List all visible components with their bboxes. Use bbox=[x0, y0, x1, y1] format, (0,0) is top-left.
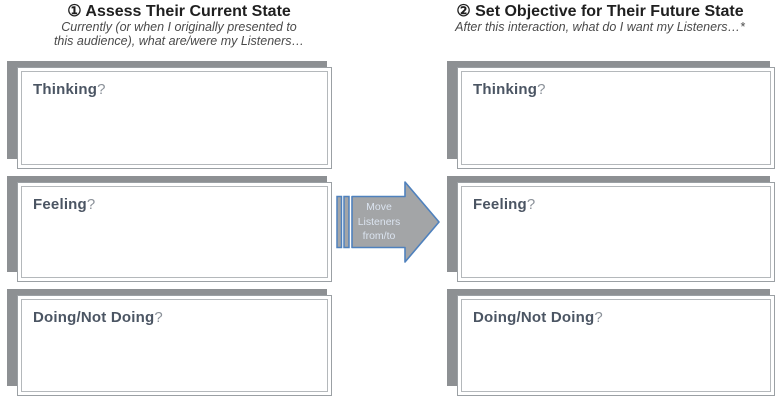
arrow-stripe-2 bbox=[343, 195, 350, 249]
box-face-inner: Thinking? bbox=[461, 71, 771, 165]
arrow-caption-line3: from/to bbox=[362, 230, 396, 243]
box-face: Doing/Not Doing? bbox=[17, 295, 332, 396]
current-state-subtitle-line2: this audience), what are/were my Listene… bbox=[53, 33, 305, 48]
box-face-inner: Feeling? bbox=[461, 186, 771, 278]
arrow-stripe-1 bbox=[336, 195, 343, 249]
box-label-text: Feeling bbox=[33, 196, 87, 213]
box-face-inner: Thinking? bbox=[21, 71, 328, 165]
current-state-title: ① Assess Their Current State bbox=[67, 3, 291, 20]
box-face-inner: Doing/Not Doing? bbox=[461, 299, 771, 392]
box-face-inner: Feeling? bbox=[21, 186, 328, 278]
box-label-text: Feeling bbox=[473, 196, 527, 213]
current-state-header: ① Assess Their Current State Currently (… bbox=[8, 2, 350, 48]
current-state-subtitle-line1: Currently (or when I originally presente… bbox=[61, 20, 297, 34]
current-feeling-box: Feeling? bbox=[7, 176, 332, 282]
box-label-text: Doing/Not Doing bbox=[33, 309, 155, 326]
box-label: Thinking? bbox=[33, 81, 106, 98]
box-label-qmark: ? bbox=[154, 309, 163, 326]
box-label-qmark: ? bbox=[594, 309, 603, 326]
future-state-header: ② Set Objective for Their Future State A… bbox=[424, 2, 776, 35]
arrow-body bbox=[351, 181, 440, 263]
arrow-caption-line2: Listeners bbox=[357, 215, 401, 228]
box-face: Thinking? bbox=[457, 67, 775, 169]
striped-right-arrow-icon bbox=[336, 181, 440, 263]
box-face: Feeling? bbox=[17, 182, 332, 282]
future-state-subtitle: After this interaction, what do I want m… bbox=[424, 20, 776, 35]
box-face: Feeling? bbox=[457, 182, 775, 282]
box-label: Feeling? bbox=[33, 196, 95, 213]
arrow-caption-line1: Move bbox=[366, 201, 392, 214]
box-label-qmark: ? bbox=[86, 196, 96, 213]
future-state-title: ② Set Objective for Their Future State bbox=[456, 3, 744, 20]
current-doing-box: Doing/Not Doing? bbox=[7, 289, 332, 396]
arrow-caption: Move Listeners from/to bbox=[350, 198, 408, 246]
box-label-text: Doing/Not Doing bbox=[473, 309, 595, 326]
box-label: Thinking? bbox=[473, 81, 546, 98]
future-state-subtitle-line1: After this interaction, what do I want m… bbox=[455, 20, 745, 34]
box-label: Feeling? bbox=[473, 196, 535, 213]
box-face: Thinking? bbox=[17, 67, 332, 169]
current-state-subtitle: Currently (or when I originally presente… bbox=[8, 20, 350, 48]
box-label-text: Thinking bbox=[33, 81, 98, 98]
move-listeners-arrow: Move Listeners from/to bbox=[334, 179, 446, 265]
box-label: Doing/Not Doing? bbox=[473, 309, 603, 326]
future-doing-box: Doing/Not Doing? bbox=[447, 289, 775, 396]
future-thinking-box: Thinking? bbox=[447, 61, 775, 169]
box-label: Doing/Not Doing? bbox=[33, 309, 163, 326]
box-face: Doing/Not Doing? bbox=[457, 295, 775, 396]
box-face-inner: Doing/Not Doing? bbox=[21, 299, 328, 392]
box-label-qmark: ? bbox=[537, 81, 546, 98]
future-feeling-box: Feeling? bbox=[447, 176, 775, 282]
box-label-qmark: ? bbox=[97, 81, 106, 98]
box-label-qmark: ? bbox=[526, 196, 536, 213]
box-label-text: Thinking bbox=[473, 81, 538, 98]
current-thinking-box: Thinking? bbox=[7, 61, 332, 169]
